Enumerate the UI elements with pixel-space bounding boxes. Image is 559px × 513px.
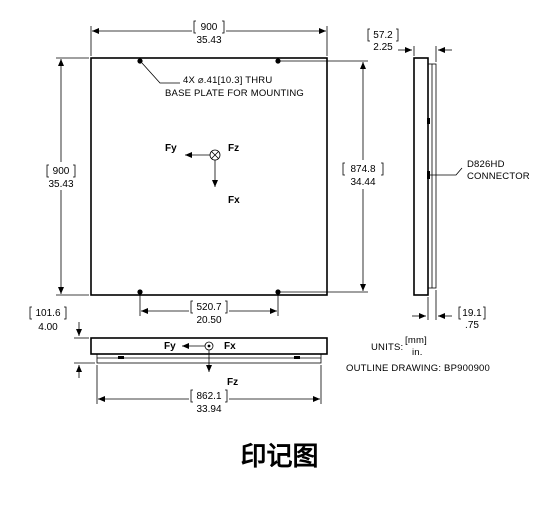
hole-spacing-h-in: 20.50 bbox=[196, 315, 221, 326]
units-in: in. bbox=[412, 347, 423, 358]
mounting-hole-bottom-right bbox=[275, 289, 281, 295]
hole-spacing-v-mm: 874.8 bbox=[350, 164, 375, 175]
left-height-in: 35.43 bbox=[48, 179, 73, 190]
left-height-mm: 900 bbox=[53, 166, 70, 177]
connector-label-line1: D826HD bbox=[467, 159, 505, 170]
units-label: UNITS: bbox=[371, 342, 403, 353]
top-width-in: 35.43 bbox=[196, 35, 221, 46]
side-view bbox=[413, 57, 437, 296]
force-axes-top: Fy Fz Fx bbox=[165, 143, 240, 206]
fx-label-top: Fx bbox=[228, 195, 240, 206]
top-view-plate bbox=[90, 57, 328, 296]
hole-note-line2: BASE PLATE FOR MOUNTING bbox=[165, 88, 304, 99]
front-height-mm: 101.6 bbox=[35, 308, 60, 319]
side-width-mm: 57.2 bbox=[373, 30, 393, 41]
top-width-mm: 900 bbox=[201, 22, 218, 33]
side-width-in: 2.25 bbox=[373, 42, 393, 53]
side-base-mm: 19.1 bbox=[462, 308, 482, 319]
fz-label-front: Fz bbox=[227, 377, 238, 388]
fy-label-front: Fy bbox=[164, 341, 176, 352]
mounting-hole-top-left bbox=[137, 58, 143, 64]
mounting-hole-bottom-left bbox=[137, 289, 143, 295]
front-height-in: 4.00 bbox=[38, 322, 58, 333]
front-base-in: 33.94 bbox=[196, 404, 221, 415]
side-base-in: .75 bbox=[465, 320, 479, 331]
front-base-mm: 862.1 bbox=[196, 391, 221, 402]
units-mm: [mm] bbox=[405, 335, 427, 346]
connector-label-line2: CONNECTOR bbox=[467, 171, 530, 182]
hole-note-line1: 4X ⌀.41[10.3] THRU bbox=[183, 75, 272, 86]
mounting-hole-top-right bbox=[275, 58, 281, 64]
connector-leader bbox=[430, 167, 463, 176]
fy-label-top: Fy bbox=[165, 143, 177, 154]
hole-spacing-v-in: 34.44 bbox=[350, 177, 375, 188]
caption-title: 印记图 bbox=[240, 442, 319, 472]
fz-label-top: Fz bbox=[228, 143, 239, 154]
outline-drawing-number: OUTLINE DRAWING: BP900900 bbox=[346, 363, 490, 374]
fx-label-front: Fx bbox=[224, 341, 236, 352]
hole-note-leader bbox=[141, 62, 180, 84]
hole-spacing-h-mm: 520.7 bbox=[196, 302, 221, 313]
force-axes-front: Fy Fx Fz bbox=[164, 341, 238, 388]
